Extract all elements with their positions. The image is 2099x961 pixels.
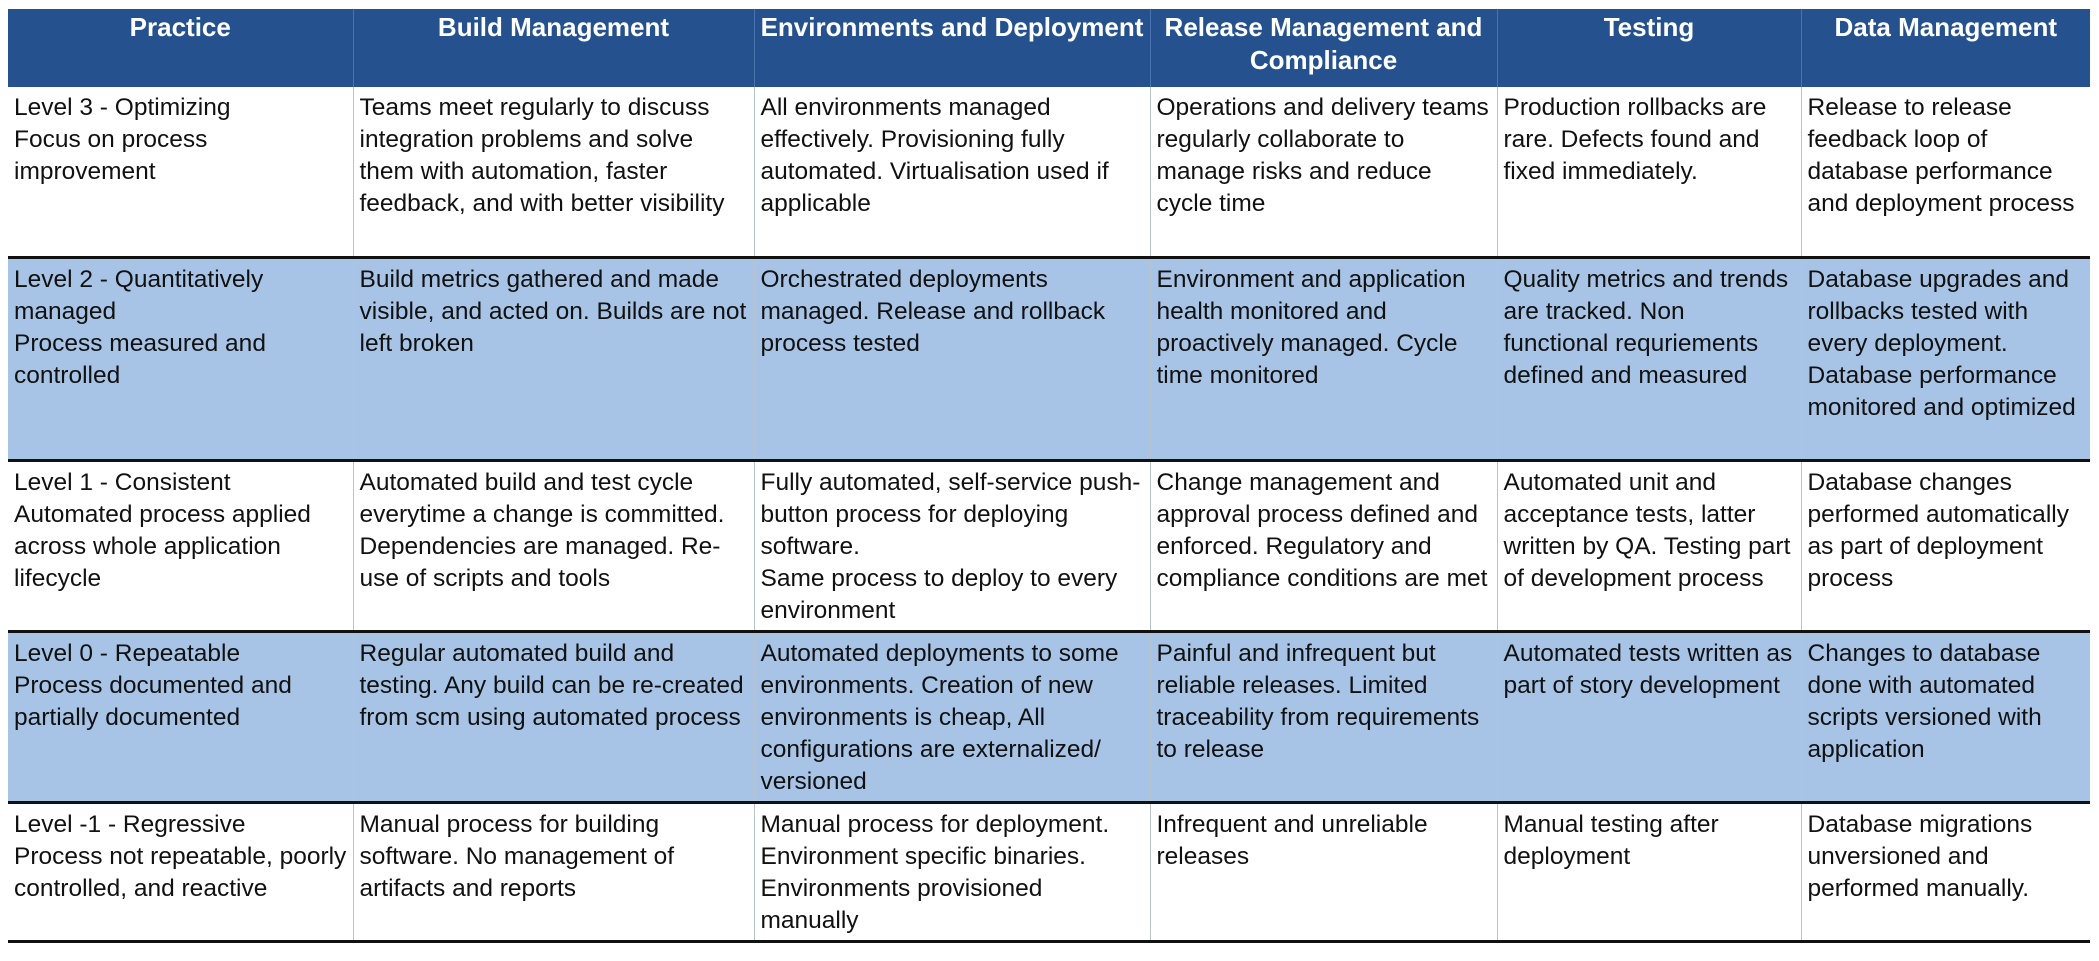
cell-practice: Level -1 - Regressive Process not repeat… [8, 800, 354, 943]
cell-build-management: Automated build and test cycle everytime… [353, 458, 755, 631]
cell-testing: Manual testing after deployment [1497, 800, 1802, 943]
cell-data-management: Changes to database done with automated … [1801, 629, 2090, 802]
table-row-level-1: Level 1 - Consistent Automated process a… [8, 458, 2090, 631]
cell-release-management: Infrequent and unreliable releases [1150, 800, 1498, 943]
cell-environments-deployment: Orchestrated deployments managed. Releas… [754, 255, 1151, 460]
table-header-row: Practice Build Management Environments a… [8, 9, 2090, 87]
cell-practice: Level 2 - Quantitatively managed Process… [8, 255, 354, 460]
table-row-level-2: Level 2 - Quantitatively managed Process… [8, 255, 2090, 460]
cell-release-management: Painful and infrequent but reliable rele… [1150, 629, 1498, 802]
maturity-model-table: Practice Build Management Environments a… [8, 9, 2090, 943]
header-release-management: Release Management and Compliance [1150, 9, 1498, 87]
table-row-level-0: Level 0 - Repeatable Process documented … [8, 629, 2090, 802]
cell-data-management: Release to release feedback loop of data… [1801, 87, 2090, 257]
cell-environments-deployment: Automated deployments to some environmen… [754, 629, 1151, 802]
table-row-level-minus-1: Level -1 - Regressive Process not repeat… [8, 800, 2090, 943]
header-build-management: Build Management [353, 9, 755, 87]
cell-build-management: Regular automated build and testing. Any… [353, 629, 755, 802]
cell-practice: Level 0 - Repeatable Process documented … [8, 629, 354, 802]
cell-data-management: Database changes performed automatically… [1801, 458, 2090, 631]
cell-build-management: Build metrics gathered and made visible,… [353, 255, 755, 460]
cell-release-management: Operations and delivery teams regularly … [1150, 87, 1498, 257]
cell-data-management: Database migrations unversioned and perf… [1801, 800, 2090, 943]
cell-testing: Production rollbacks are rare. Defects f… [1497, 87, 1802, 257]
cell-practice: Level 3 - Optimizing Focus on process im… [8, 87, 354, 257]
table-row-level-3: Level 3 - Optimizing Focus on process im… [8, 87, 2090, 257]
header-environments-deployment: Environments and Deployment [754, 9, 1151, 87]
header-data-management: Data Management [1801, 9, 2090, 87]
header-practice: Practice [8, 9, 354, 87]
cell-testing: Quality metrics and trends are tracked. … [1497, 255, 1802, 460]
header-testing: Testing [1497, 9, 1802, 87]
cell-environments-deployment: Fully automated, self-service push-butto… [754, 458, 1151, 631]
cell-environments-deployment: Manual process for deployment. Environme… [754, 800, 1151, 943]
maturity-model-table-container: Practice Build Management Environments a… [8, 9, 2090, 943]
cell-testing: Automated unit and acceptance tests, lat… [1497, 458, 1802, 631]
cell-build-management: Manual process for building software. No… [353, 800, 755, 943]
cell-practice: Level 1 - Consistent Automated process a… [8, 458, 354, 631]
cell-build-management: Teams meet regularly to discuss integrat… [353, 87, 755, 257]
cell-data-management: Database upgrades and rollbacks tested w… [1801, 255, 2090, 460]
cell-release-management: Change management and approval process d… [1150, 458, 1498, 631]
cell-environments-deployment: All environments managed effectively. Pr… [754, 87, 1151, 257]
cell-release-management: Environment and application health monit… [1150, 255, 1498, 460]
cell-testing: Automated tests written as part of story… [1497, 629, 1802, 802]
